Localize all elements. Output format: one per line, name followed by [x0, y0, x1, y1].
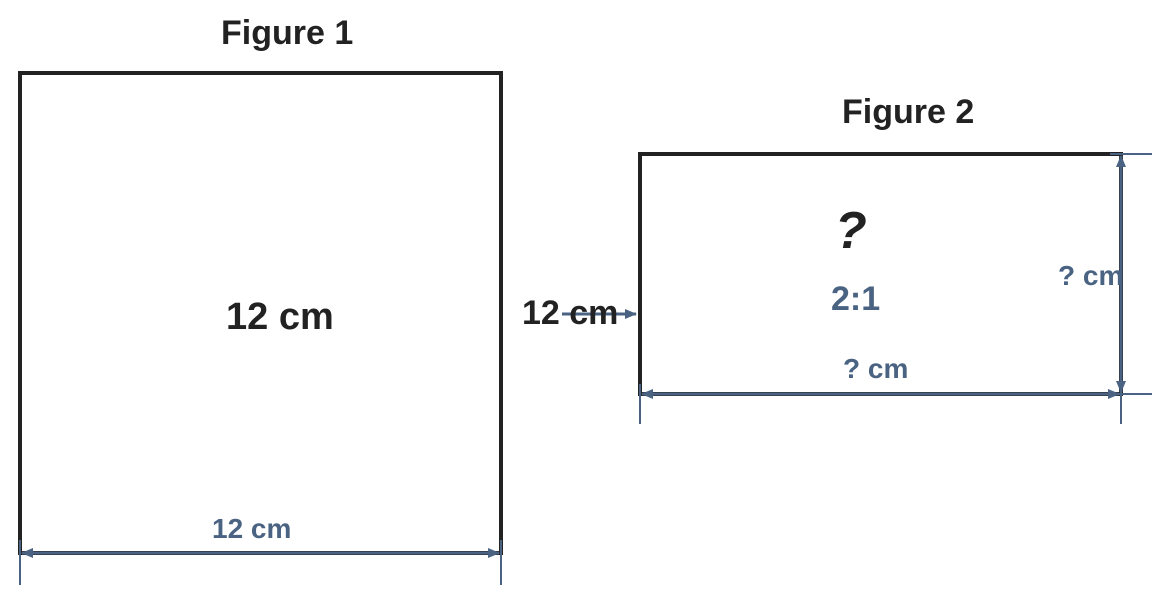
figure1-width-label: 12 cm: [212, 513, 292, 544]
figure2-title: Figure 2: [842, 93, 975, 131]
figure1-center-label: 12 cm: [226, 296, 334, 338]
figure1-title: Figure 1: [221, 14, 354, 52]
figure2-side-label: 12 cm: [522, 294, 619, 332]
figure2-height-label: ? cm: [1058, 260, 1124, 291]
figure2-question-mark: ?: [835, 202, 867, 260]
figure2-ratio-label: 2:1: [831, 280, 881, 318]
figure2-width-label: ? cm: [843, 353, 909, 384]
